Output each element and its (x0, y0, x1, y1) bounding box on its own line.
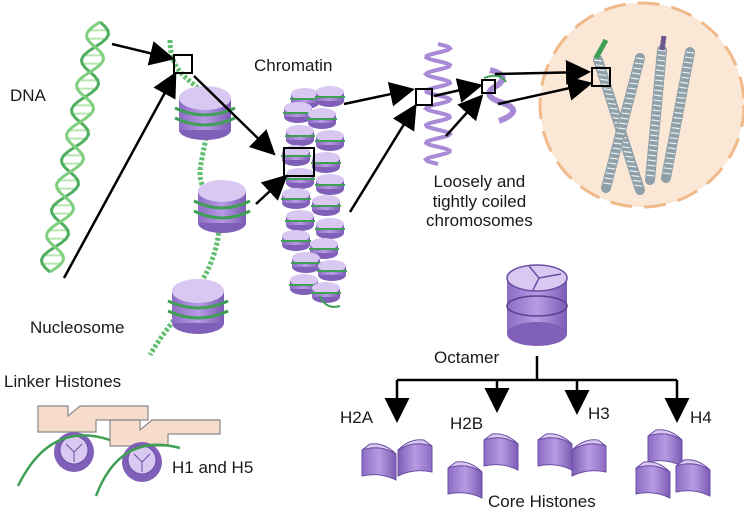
h4-piece-top (647, 429, 683, 467)
core-histone-h2a (361, 439, 433, 481)
chromatin-nucleosome (311, 195, 341, 216)
h2a-piece-left (361, 443, 397, 481)
chromosome-arm (601, 53, 645, 193)
chromatin-nucleosome (291, 252, 321, 273)
chromatin-nucleosome (281, 188, 311, 209)
coiled-fiber (422, 42, 454, 166)
label-linker-histones: Linker Histones (4, 372, 122, 391)
core-histone-h3 (537, 433, 607, 477)
label-coiled-line1: Loosely and (433, 172, 526, 191)
h4-piece-right (675, 459, 711, 497)
label-nucleosome: Nucleosome (30, 318, 125, 337)
nucleosome-bead-3 (167, 279, 229, 334)
chromatin-nucleosome (315, 218, 345, 239)
label-dna: DNA (10, 86, 46, 105)
h3-piece-left (537, 433, 573, 471)
label-h2a: H2A (340, 408, 374, 427)
linker-histone-2 (94, 419, 221, 497)
chromatin-nucleosome (283, 102, 313, 123)
nucleosome-strand (147, 39, 251, 357)
supercoil (481, 67, 516, 124)
chromatin-nucleosome (311, 282, 341, 303)
label-h1-h5: H1 and H5 (172, 458, 254, 477)
nucleus (538, 1, 744, 209)
chromatin-nucleosome (317, 260, 347, 281)
coil-path (422, 42, 454, 166)
chromatin-nucleosome (285, 168, 315, 189)
chromatin-nucleosome (285, 125, 315, 146)
dna-helix (39, 20, 111, 274)
nucleosome-bead-1 (174, 86, 236, 140)
h3-piece-right (571, 439, 607, 477)
chromatin-nucleosome (315, 130, 345, 151)
label-octamer: Octamer (434, 348, 500, 367)
chromatin-nucleosome (315, 86, 345, 107)
h2a-piece-right (397, 439, 433, 477)
label-coiled-line3: chromosomes (426, 211, 533, 231)
zoom-box-coil (415, 88, 433, 106)
chromatin-nucleosome (281, 230, 311, 251)
chromatin-nucleosome (307, 108, 337, 129)
chromatin-nucleosome (311, 152, 341, 173)
label-h4: H4 (690, 408, 712, 427)
octamer (506, 264, 568, 346)
core-histone-h2b (447, 433, 519, 499)
nucleosome-bead-2 (193, 180, 251, 233)
chromatin-fiber (281, 86, 347, 308)
arrows (62, 41, 593, 279)
label-core-histones: Core Histones (488, 492, 596, 511)
label-h3: H3 (588, 404, 610, 423)
h4-piece-left (635, 461, 671, 499)
dna-strand-b (44, 20, 106, 274)
h2b-piece-top (483, 433, 519, 471)
chromosome-1 (593, 35, 695, 195)
core-histone-h4 (635, 429, 711, 499)
label-h2b: H2B (450, 414, 484, 433)
chromosome-tip (593, 38, 609, 60)
label-coiled-line2: tightly coiled (432, 191, 527, 211)
chromatin-tail (319, 295, 341, 308)
h2b-piece-bottom (447, 461, 483, 499)
chromosome-arm (645, 45, 667, 185)
label-coiled-chromosomes: Loosely and tightly coiled chromosomes (426, 172, 533, 231)
chromosome-arm (661, 47, 695, 183)
chromatin-nucleosome (315, 174, 345, 195)
histone-tree (384, 356, 690, 423)
chromosome-tip (659, 35, 667, 51)
chromatin-nucleosome (285, 210, 315, 231)
label-chromatin: Chromatin (254, 56, 333, 75)
linker-histone-1 (16, 405, 149, 487)
zoom-box-chromatin (283, 147, 315, 177)
